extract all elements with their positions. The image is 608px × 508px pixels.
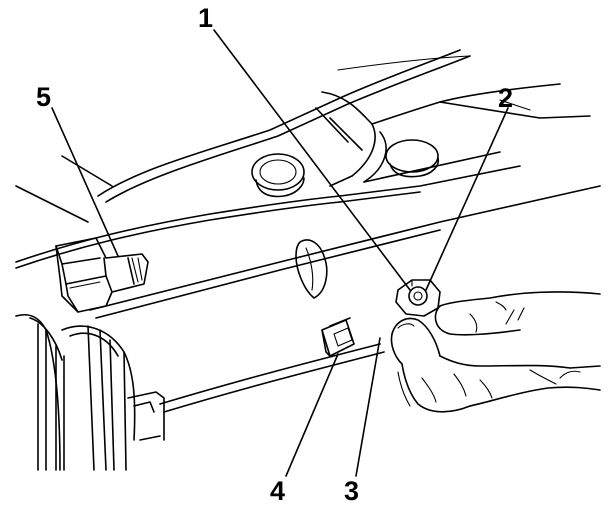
callout-labels: 1 2 3 4 5 [36, 3, 513, 506]
callout-number-1: 1 [198, 3, 213, 33]
leader-line-4 [285, 353, 339, 477]
callout-number-4: 4 [270, 476, 285, 506]
teardrop-emboss [295, 239, 328, 299]
leader-line-1 [213, 29, 411, 291]
callout-number-3: 3 [344, 476, 359, 506]
panel-hole-right [385, 139, 440, 178]
panel-hole-left [251, 153, 305, 198]
leader-line-5 [51, 107, 119, 257]
lower-left-housing [15, 314, 165, 471]
callout-number-2: 2 [498, 83, 513, 113]
leader-line-2 [425, 107, 509, 291]
clip-4 [321, 317, 355, 357]
leader-lines [51, 29, 509, 477]
lower-panel [89, 185, 601, 413]
upper-body-panel [15, 49, 591, 269]
leader-line-3 [355, 337, 381, 477]
clip-5 [55, 237, 149, 313]
nut-2 [395, 279, 441, 317]
hand [390, 291, 601, 413]
callout-number-5: 5 [36, 82, 51, 112]
